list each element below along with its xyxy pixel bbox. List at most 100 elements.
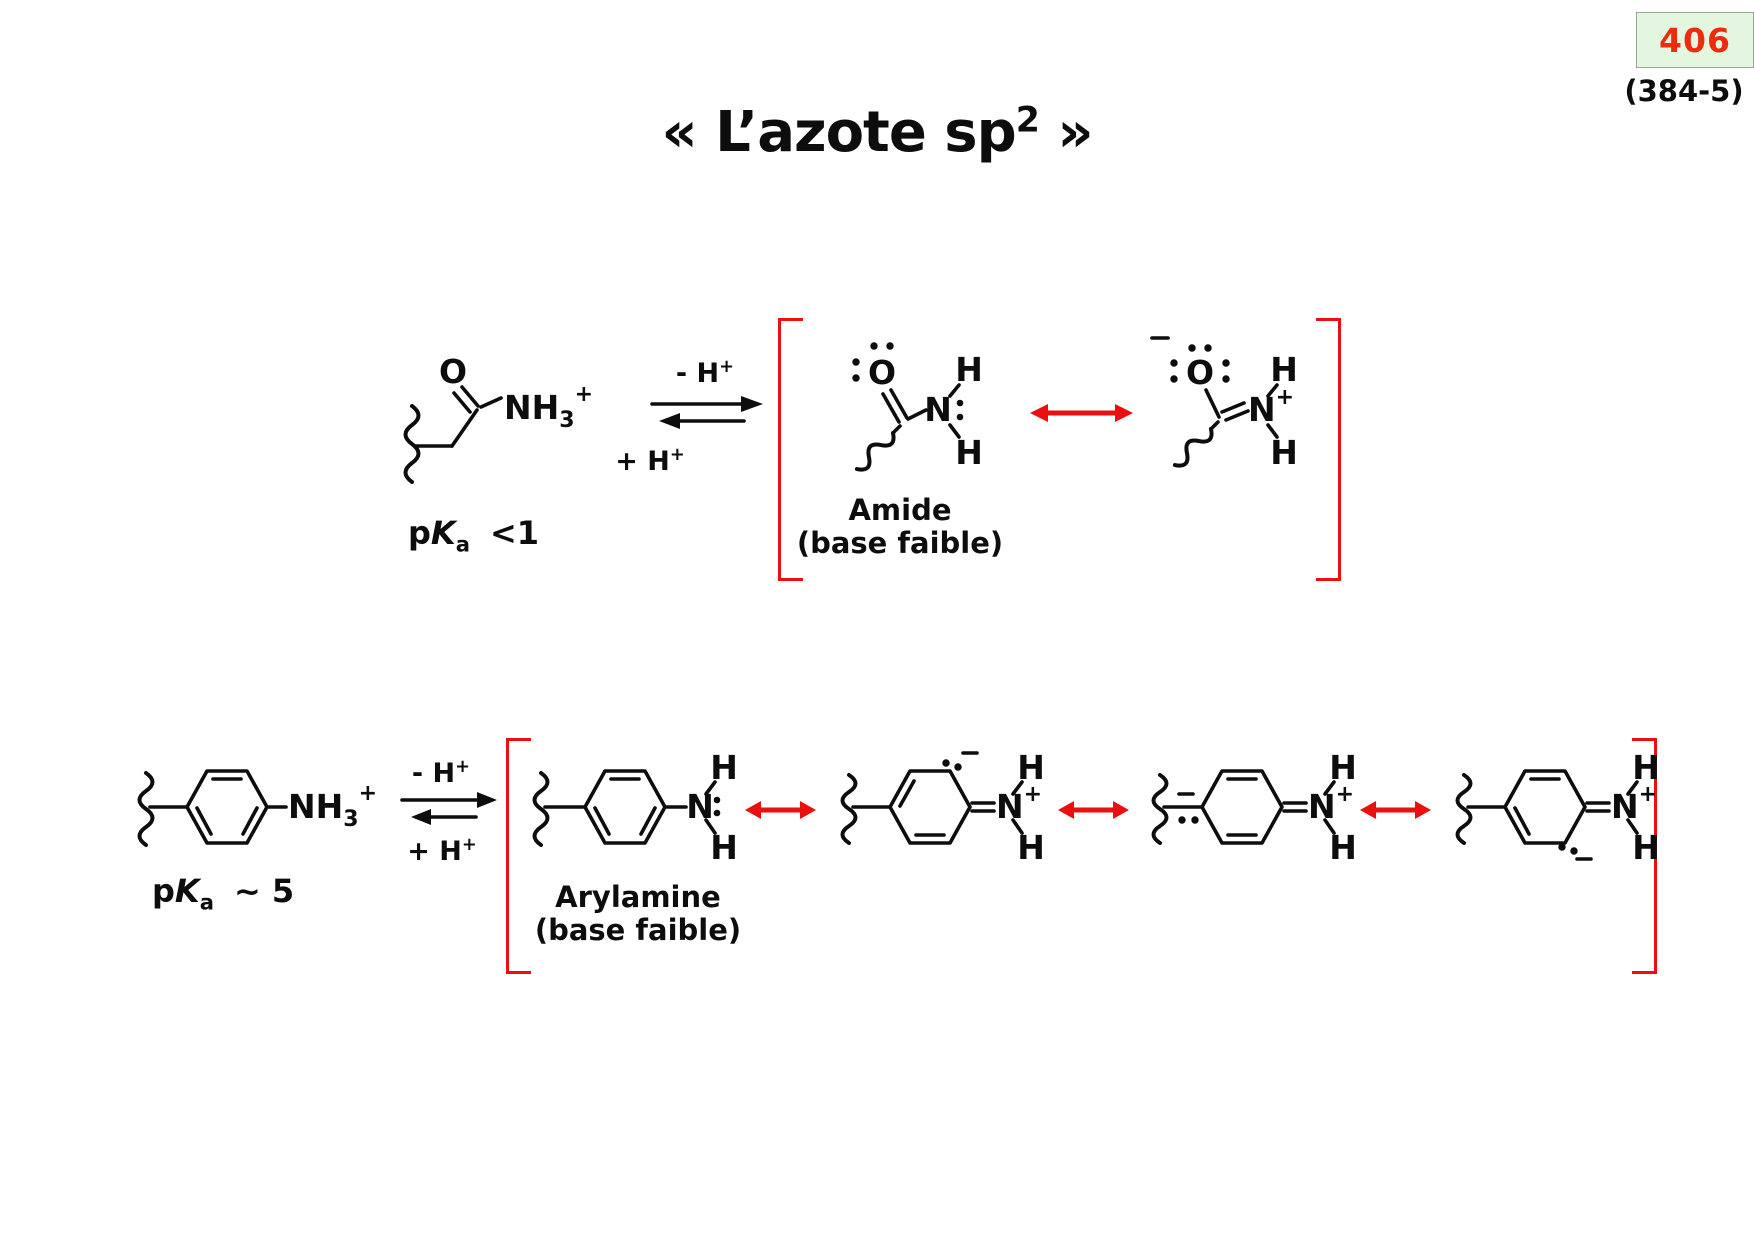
benzene-ring [185,769,269,845]
atom-label-H-top: H [1329,748,1357,787]
minus-h-text: - H [411,758,456,789]
minus-h-label-amide: - H+ [655,356,755,389]
lone-pair-dots [713,796,721,817]
ammonium-label: NH3+ [504,382,593,433]
atom-label-H-bottom: H [1329,828,1357,867]
iminium-label: N+ [1308,782,1354,826]
atom-label-H-top: H [1632,748,1660,787]
title-superscript: 2 [1015,100,1040,141]
ring-double-bonds [898,779,946,837]
squiggle-bond [1151,773,1169,845]
atom-label-H-bottom: H [1632,828,1660,867]
amide-bracket-open [778,318,803,581]
ring-double-bonds [593,777,657,836]
page-reference: (384-5) [1624,74,1744,108]
bond-lines [543,780,717,835]
squiggle-bond [840,773,858,845]
benzene-ring [583,769,667,845]
bond-lines [413,385,503,448]
ammonium-label: NH3+ [288,781,377,832]
atom-label-N: N [686,787,714,826]
pka-value: <1 [489,514,540,552]
lone-pair-dots [852,342,964,421]
plus-h-sup: + [461,834,477,855]
squiggle-bond [532,771,550,847]
arylamine-qualifier: (base faible) [534,913,742,947]
amide-qualifier: (base faible) [796,526,1004,560]
amide-resonance-structure-2: O N+ H H [1150,336,1298,472]
ring-double-bonds [1226,777,1258,837]
benzene-ring [888,769,972,845]
atom-label-H-bottom: H [1270,433,1298,472]
iminium-label: N+ [996,782,1042,826]
minus-h-sup: + [455,756,471,777]
arylamine-name-label: Arylamine (base faible) [488,881,788,947]
pka-arylamine-label: pKa ~ 5 [152,872,294,914]
minus-h-sup: + [719,356,735,377]
amide-protonated-structure: O NH3+ [403,352,593,484]
page-number-badge: 406 [1636,12,1754,68]
pka-K: K [430,514,456,552]
title-close-quote: » [1038,100,1093,165]
arylamine-bracket-open [506,738,531,974]
equilibrium-arrows-arylamine [400,792,497,825]
atom-label-O: O [1186,353,1214,392]
arylamine-protonated-structure: NH3+ [137,769,377,847]
pka-amide-label: pKa <1 [408,514,539,556]
squiggle-bond [854,431,896,472]
atom-label-H-top: H [1017,748,1045,787]
atom-label-H-bottom: H [710,828,738,867]
carbanion-lone-pair [942,759,962,771]
title-text: « L’azote sp [661,100,1016,165]
forward-arrow [650,396,763,412]
atom-label-H-top: H [955,350,983,389]
slide-title: « L’azote sp2 » [0,100,1754,165]
reverse-arrow [411,809,478,825]
benzene-ring [1503,769,1587,845]
plus-h-text: + H [407,836,462,867]
pka-p: p [408,514,431,552]
amide-resonance-structure-1: O N H H [852,342,983,472]
atom-label-O: O [868,353,896,392]
pka-sub-a: a [455,531,470,557]
forward-arrow [400,792,497,808]
equilibrium-arrows-amide [650,396,763,429]
pka-p: p [152,872,175,910]
amide-name: Amide [848,493,952,527]
atom-label-H-bottom: H [1017,828,1045,867]
pka-value: ~ 5 [233,872,295,910]
page-number: 406 [1659,20,1731,60]
bond-lines [1204,383,1279,439]
resonance-arrow-arylamine-1 [745,801,816,819]
bond-lines [1466,780,1639,835]
plus-h-sup: + [669,444,685,465]
minus-h-label-arylamine: - H+ [391,756,491,789]
carbanion-lone-pair [1178,816,1199,824]
atom-label-O: O [439,352,467,391]
squiggle-bond [137,771,155,847]
atom-label-H-bottom: H [955,433,983,472]
arylamine-resonance-structure-1: N H H [532,748,738,867]
squiggle-bond [403,404,421,484]
pka-K: K [174,872,200,910]
carbanion-lone-pair [1558,843,1578,855]
amide-name-label: Amide (base faible) [750,494,1050,560]
bond-lines [851,780,1024,835]
ring-double-bonds [1513,777,1561,836]
atom-label-N: N [924,390,952,429]
squiggle-bond [1455,773,1473,845]
arylamine-bracket-close [1632,738,1657,974]
plus-h-label-arylamine: + H+ [392,834,492,867]
resonance-arrow-arylamine-2 [1058,801,1129,819]
iminium-label: N+ [1611,782,1657,826]
arylamine-resonance-structure-3: N+ H H [1151,748,1357,867]
squiggle-bond [1172,427,1214,468]
resonance-arrow-arylamine-3 [1360,801,1431,819]
pka-sub-a: a [199,889,214,915]
lone-pair-dots [1170,344,1230,383]
minus-h-text: - H [675,358,720,389]
plus-h-label-amide: + H+ [600,444,700,477]
amide-bracket-close [1316,318,1341,581]
bond-lines [1162,780,1336,835]
